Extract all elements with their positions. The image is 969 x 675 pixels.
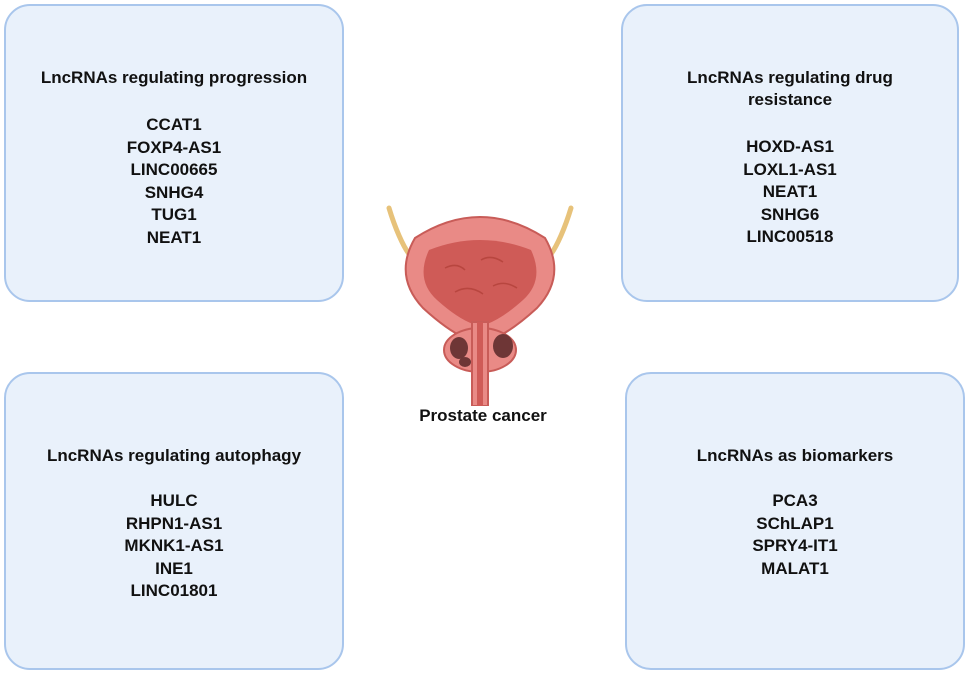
category-title: LncRNAs as biomarkers — [696, 446, 894, 465]
gene-list: CCAT1 FOXP4-AS1 LINC00665 SNHG4 TUG1 NEA… — [6, 114, 342, 249]
gene-list: HOXD-AS1 LOXL1-AS1 NEAT1 SNHG6 LINC00518 — [623, 136, 957, 249]
gene-item: SNHG4 — [144, 182, 204, 202]
gene-item: SNHG6 — [760, 204, 820, 224]
gene-item: FOXP4-AS1 — [126, 137, 222, 157]
category-box-autophagy: LncRNAs regulating autophagy HULC RHPN1-… — [4, 372, 344, 670]
gene-item: LINC01801 — [130, 581, 218, 600]
category-box-drug-resistance: LncRNAs regulating drug resistance HOXD-… — [621, 4, 959, 302]
prostate-bladder-icon — [386, 205, 574, 406]
gene-list: PCA3 SChLAP1 SPRY4-IT1 MALAT1 — [627, 490, 963, 580]
category-box-biomarkers: LncRNAs as biomarkers PCA3 SChLAP1 SPRY4… — [625, 372, 965, 670]
gene-item: SPRY4-IT1 — [752, 536, 838, 555]
category-title: LncRNAs regulating autophagy — [46, 446, 302, 465]
bladder-inner — [423, 240, 537, 324]
gene-item: NEAT1 — [146, 227, 202, 247]
gene-item: SChLAP1 — [756, 513, 834, 533]
gene-item: PCA3 — [772, 491, 818, 510]
gene-item: LINC00665 — [130, 160, 218, 179]
gene-item: HULC — [150, 491, 198, 510]
gene-item: RHPN1-AS1 — [125, 513, 223, 533]
ureter-right — [548, 205, 574, 257]
tumor — [450, 337, 468, 359]
gene-item: LOXL1-AS1 — [743, 159, 837, 179]
tumor — [459, 357, 471, 367]
center-label: Prostate cancer — [419, 406, 547, 425]
gene-item: LINC00518 — [746, 227, 834, 246]
gene-item: INE1 — [155, 558, 193, 578]
gene-item: MKNK1-AS1 — [124, 536, 224, 555]
gene-list: HULC RHPN1-AS1 MKNK1-AS1 INE1 LINC01801 — [6, 490, 342, 603]
category-box-progression: LncRNAs regulating progression CCAT1 FOX… — [4, 4, 344, 302]
gene-item: TUG1 — [151, 205, 197, 224]
gene-item: NEAT1 — [762, 182, 818, 201]
gene-item: CCAT1 — [146, 115, 202, 134]
category-title: LncRNAs regulating progression — [40, 68, 308, 87]
ureter-left — [386, 205, 412, 257]
gene-item: MALAT1 — [761, 558, 829, 578]
category-title: LncRNAs regulating drug resistance — [687, 68, 893, 109]
gene-item: HOXD-AS1 — [746, 137, 834, 156]
tumor — [493, 334, 513, 358]
